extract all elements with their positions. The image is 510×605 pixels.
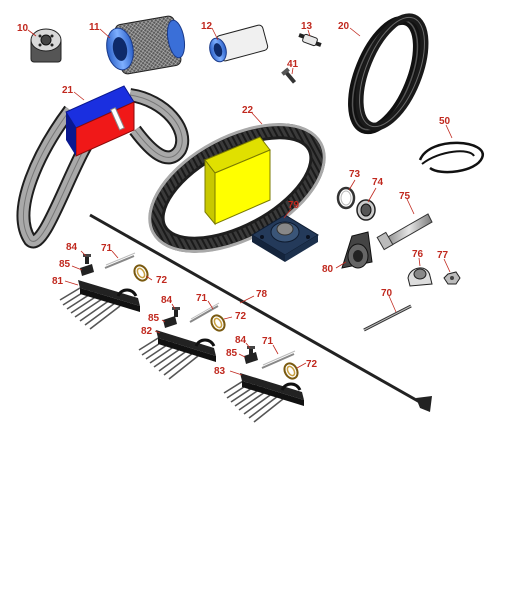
tine-assembly-81 [59, 280, 140, 330]
clip-85-a [80, 264, 94, 276]
rod-70 [363, 304, 412, 332]
callout-75: 75 [399, 191, 411, 202]
callout-72-c: 72 [306, 359, 318, 370]
callout-72-a: 72 [156, 275, 168, 286]
callout-12: 12 [201, 21, 213, 32]
nut-77 [443, 271, 461, 285]
callout-84-a: 84 [66, 242, 78, 253]
clip-85-c [244, 352, 258, 364]
callout-84-c: 84 [235, 335, 247, 346]
pin-71-c [261, 350, 296, 369]
callout-71-b: 71 [196, 293, 208, 304]
callout-77: 77 [437, 250, 449, 261]
screw-84-a [83, 254, 91, 264]
callout-85-a: 85 [59, 259, 71, 270]
air-filter-11 [106, 15, 186, 75]
screw-41 [281, 67, 297, 84]
callout-78: 78 [256, 289, 268, 300]
belt-22 [148, 123, 326, 253]
screw-84-b [172, 307, 180, 317]
bolt-75 [376, 213, 433, 251]
spring-72-b [210, 314, 226, 332]
callout-72-b: 72 [235, 311, 247, 322]
callout-10: 10 [17, 23, 29, 34]
callout-21: 21 [62, 85, 74, 96]
callout-74: 74 [372, 177, 384, 188]
callout-79: 79 [288, 200, 300, 211]
screw-84-c [247, 346, 255, 356]
bearing-74 [356, 199, 376, 221]
tine-assembly-83 [223, 373, 304, 423]
fuel-filter-13 [298, 33, 322, 47]
flange-bearing-79 [251, 214, 319, 262]
callout-76: 76 [412, 249, 424, 260]
callout-71-a: 71 [101, 243, 113, 254]
belt-21 [16, 85, 189, 249]
clamp-76 [407, 267, 433, 287]
callout-73: 73 [349, 169, 361, 180]
callout-85-c: 85 [226, 348, 238, 359]
callout-13: 13 [301, 21, 313, 32]
callout-80: 80 [322, 264, 334, 275]
spring-72-c [283, 362, 299, 380]
tine-assembly-82 [138, 330, 216, 380]
inner-filter-12 [209, 24, 269, 63]
long-bar-78 [89, 213, 432, 412]
ring-73 [336, 186, 356, 210]
bearing-housing-80 [341, 231, 373, 269]
callout-83: 83 [214, 366, 226, 377]
callout-11: 11 [89, 22, 100, 33]
callout-81: 81 [52, 276, 64, 287]
oil-filter-10 [30, 28, 62, 63]
spring-72-a [133, 264, 149, 282]
pin-71-a [104, 252, 136, 269]
callout-85-b: 85 [148, 313, 160, 324]
callout-70: 70 [381, 288, 393, 299]
callout-71-c: 71 [262, 336, 274, 347]
callout-20: 20 [338, 21, 350, 32]
callout-84-b: 84 [161, 295, 173, 306]
callout-50: 50 [439, 116, 451, 127]
callout-41: 41 [287, 59, 299, 70]
callout-82: 82 [141, 326, 153, 337]
callout-labels: 10 11 12 13 20 21 22 41 50 70 71 71 71 7… [17, 21, 451, 377]
leader-lines [27, 27, 453, 376]
clip-85-b [163, 316, 177, 328]
pin-71-b [189, 302, 220, 323]
hose-ring-50 [418, 141, 484, 174]
callout-22: 22 [242, 105, 254, 116]
v-belt-20 [348, 13, 429, 135]
